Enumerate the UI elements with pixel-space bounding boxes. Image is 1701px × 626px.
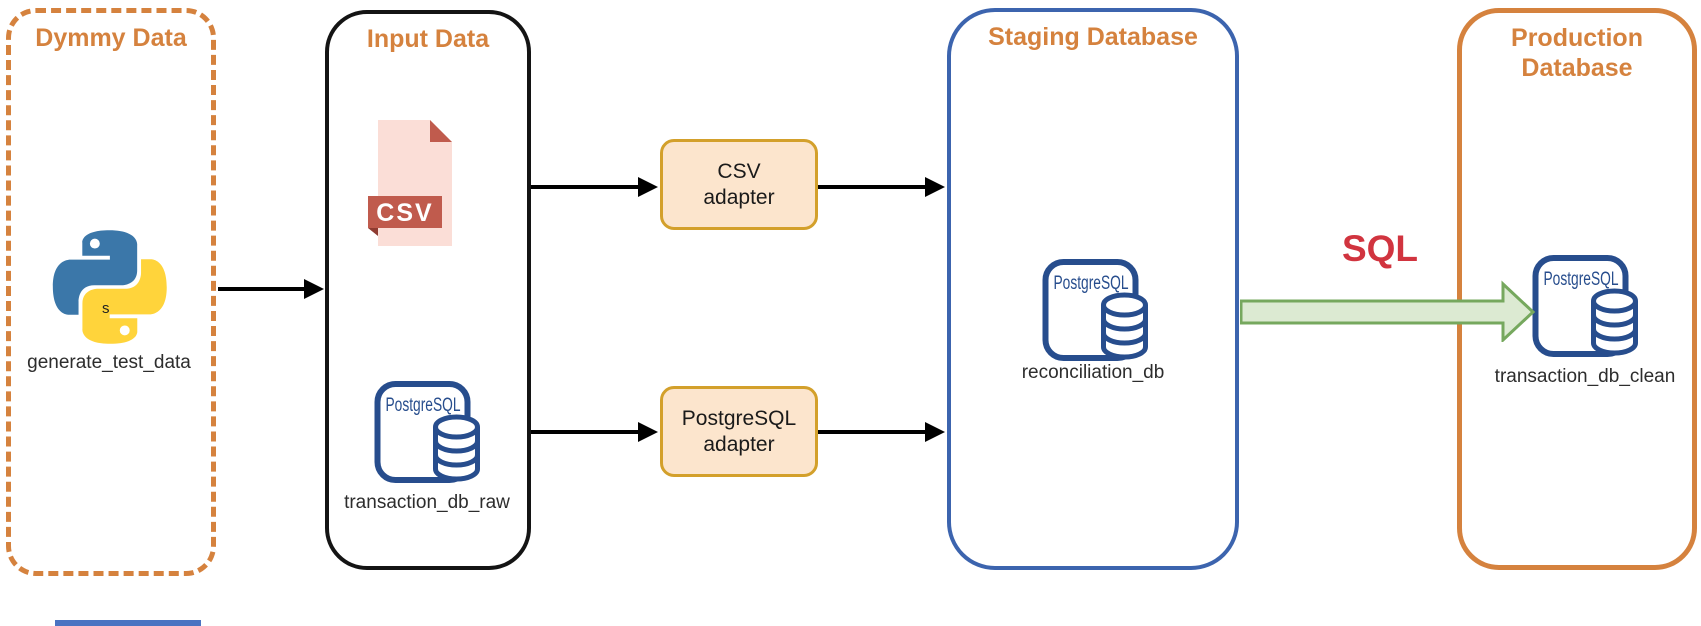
production-database-title: Production Database	[1462, 23, 1692, 83]
staging-database-title: Staging Database	[988, 23, 1198, 51]
flow-arrow-csv-adapter-to-staging	[818, 177, 945, 197]
production-database-group: Production Database	[1457, 8, 1697, 570]
dummy-data-title: Dymmy Data	[35, 24, 187, 52]
flow-arrow-postgres-adapter-to-staging	[818, 422, 945, 442]
postgresql-icon-staging	[1040, 258, 1155, 364]
postgres-adapter-label-line1: PostgreSQL	[681, 406, 797, 430]
generate-test-data-label: generate_test_data	[27, 352, 191, 373]
sql-transfer-label: SQL	[1341, 228, 1419, 269]
input-data-group: Input Data	[325, 10, 531, 570]
input-data-title: Input Data	[366, 25, 490, 53]
csv-adapter-label-line1: CSV	[717, 159, 761, 183]
cropped-bottom-element	[55, 620, 201, 626]
python-icon	[52, 230, 167, 344]
flow-arrow-dummy-to-input	[218, 279, 324, 299]
dummy-data-group: Dymmy Data	[6, 8, 216, 576]
postgres-adapter-label-line2: adapter	[703, 432, 775, 456]
sql-transfer-arrow	[1240, 280, 1536, 342]
transaction-db-clean-label: transaction_db_clean	[1494, 366, 1676, 387]
production-title-line1: Production	[1511, 24, 1643, 52]
postgresql-icon-input	[372, 380, 487, 486]
postgresql-icon-production	[1530, 254, 1645, 360]
flow-arrow-input-to-csv-adapter	[531, 177, 658, 197]
csv-file-label: CSV	[376, 199, 433, 227]
flow-arrow-input-to-postgres-adapter	[531, 422, 658, 442]
csv-adapter-node: CSV adapter	[660, 139, 818, 230]
postgres-adapter-node: PostgreSQL adapter	[660, 386, 818, 477]
production-title-line2: Database	[1521, 54, 1633, 82]
csv-file-icon: CSV	[368, 120, 452, 246]
csv-adapter-label-line2: adapter	[703, 185, 775, 209]
staging-database-group: Staging Database	[947, 8, 1239, 570]
transaction-db-raw-label: transaction_db_raw	[344, 492, 510, 513]
reconciliation-db-label: reconciliation_db	[1021, 362, 1165, 383]
stray-char-s: s	[102, 300, 110, 317]
